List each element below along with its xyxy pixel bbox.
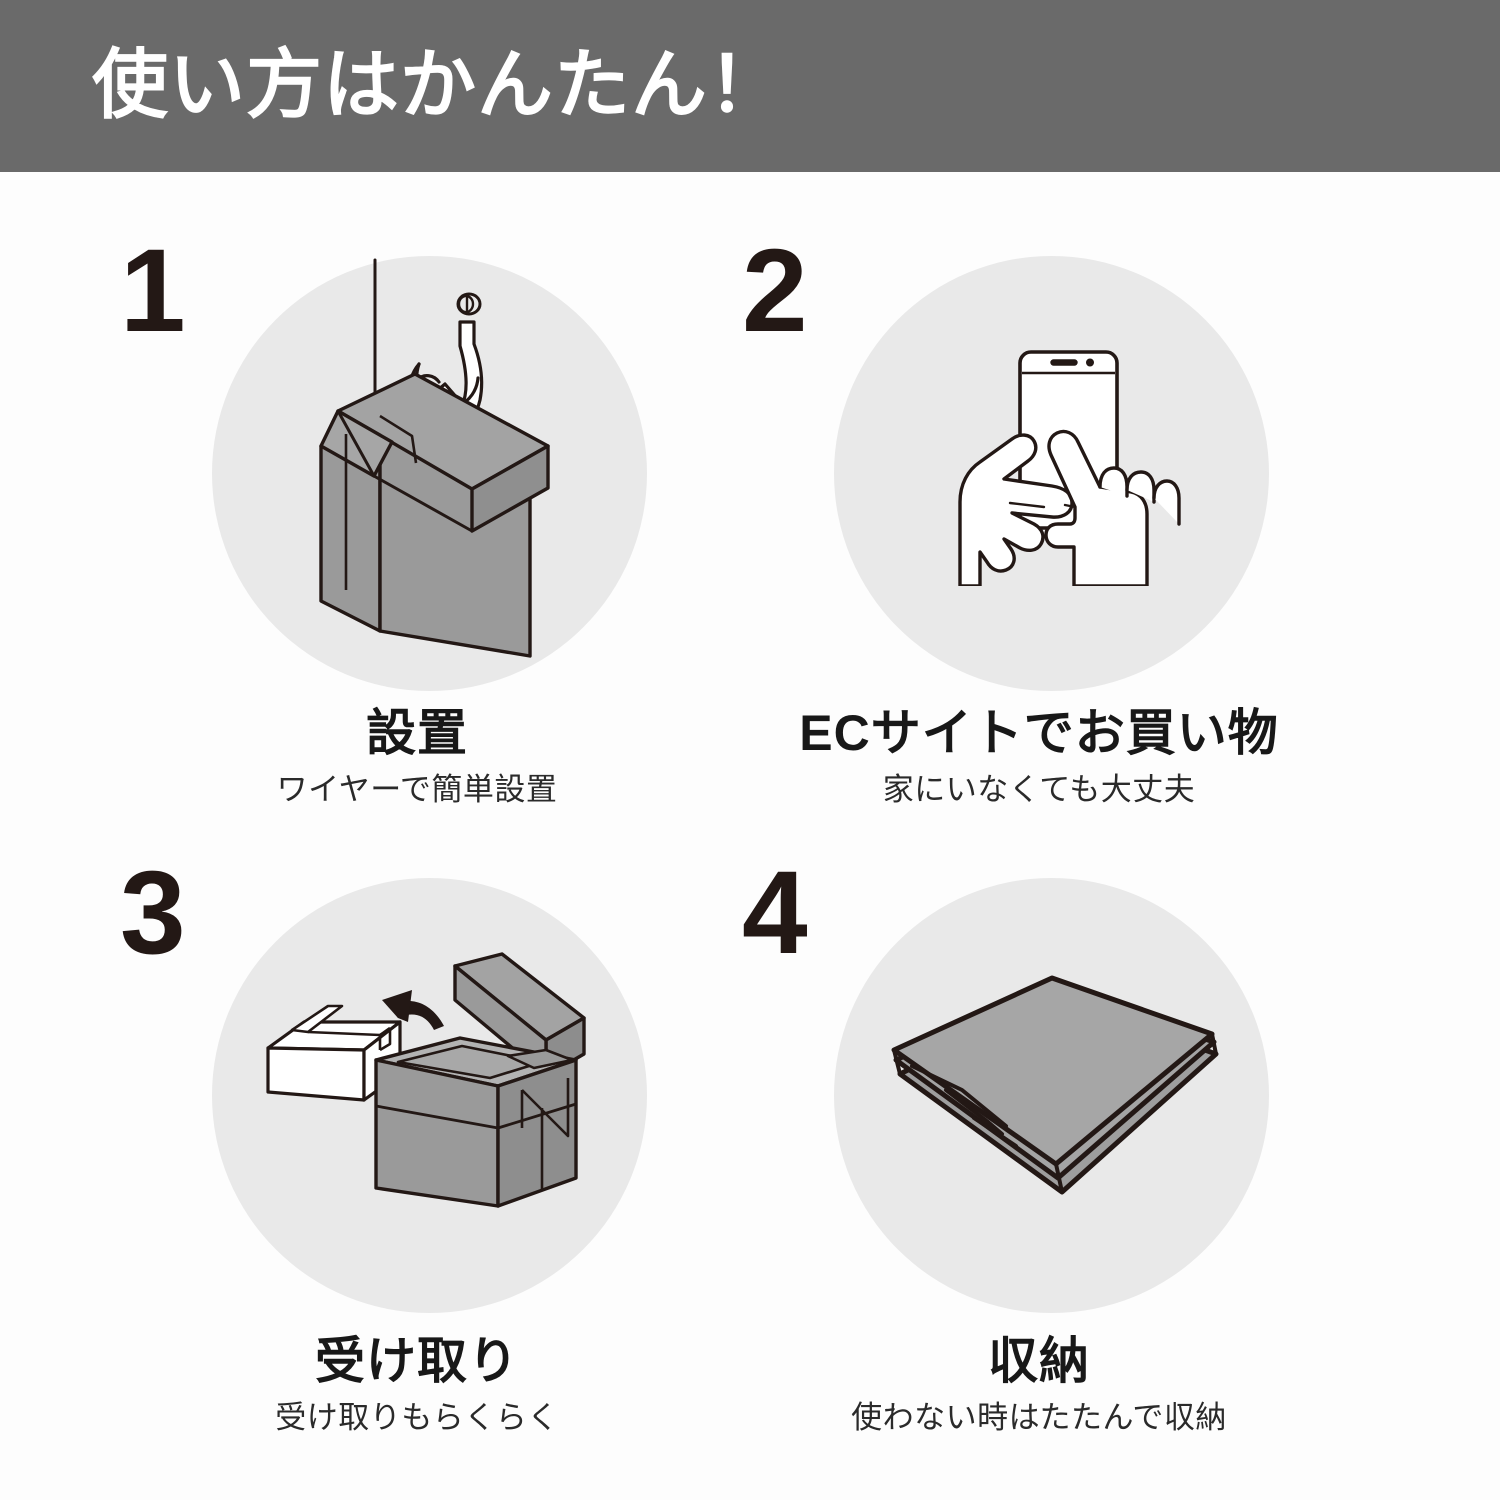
step-2-number: 2 — [742, 225, 808, 357]
step-1-subtitle: ワイヤーで簡単設置 — [276, 772, 558, 807]
installation-illustration — [212, 256, 647, 691]
receive-parcel-illustration — [212, 878, 647, 1313]
step-3-number: 3 — [120, 847, 186, 979]
step-4-number: 4 — [742, 847, 808, 979]
page-title: 使い方はかんたん！ — [92, 43, 785, 128]
step-card-4: 4 — [714, 822, 1364, 1442]
step-4-subtitle: 使わない時はたたんで収納 — [851, 1400, 1227, 1435]
step-1-title: 設置 — [366, 705, 468, 761]
step-4-title: 収納 — [988, 1333, 1090, 1389]
step-3-caption: 受け取り 受け取りもらくらく — [92, 1330, 742, 1438]
step-4-caption: 収納 使わない時はたたんで収納 — [714, 1330, 1364, 1438]
smartphone-shopping-illustration — [834, 256, 1269, 691]
step-3-subtitle: 受け取りもらくらく — [275, 1400, 559, 1435]
step-card-2: 2 — [714, 200, 1364, 820]
step-card-3: 3 — [92, 822, 742, 1442]
step-2-subtitle: 家にいなくても大丈夫 — [882, 772, 1196, 807]
folded-box-illustration — [834, 878, 1269, 1313]
steps-grid: 1 — [0, 172, 1500, 1500]
step-3-title: 受け取り — [315, 1333, 519, 1389]
step-2-title: ECサイトでお買い物 — [799, 705, 1279, 761]
header-bar: 使い方はかんたん！ — [0, 0, 1500, 172]
step-1-caption: 設置 ワイヤーで簡単設置 — [92, 702, 742, 810]
step-card-1: 1 — [92, 200, 742, 820]
step-1-number: 1 — [120, 225, 186, 357]
step-2-caption: ECサイトでお買い物 家にいなくても大丈夫 — [714, 702, 1364, 810]
